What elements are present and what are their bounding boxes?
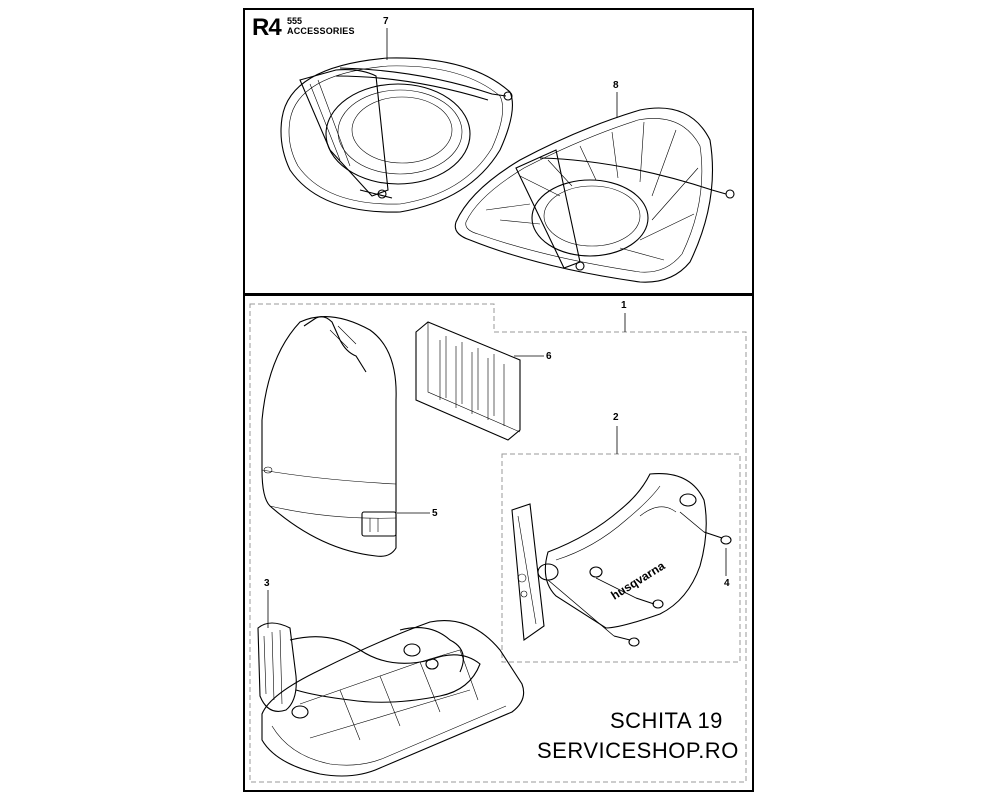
callout-3: 3 — [264, 578, 270, 589]
part-3-intake-base — [257, 620, 525, 777]
part-5-filter-cover — [261, 316, 397, 557]
lower-diagram-frame — [243, 294, 754, 792]
callout-2: 2 — [613, 412, 619, 423]
callout-5: 5 — [432, 508, 438, 519]
callout-1: 1 — [621, 300, 627, 311]
section-code: R4 — [252, 14, 282, 41]
section-number: 555 — [287, 16, 303, 26]
callout-8: 8 — [613, 80, 619, 91]
part-6-filter-insert — [415, 321, 521, 441]
part-2-intake-shield: husqvarna — [511, 472, 707, 641]
brand-logo: husqvarna — [608, 558, 667, 602]
part-7-filter-guard — [280, 57, 513, 213]
callout-7: 7 — [383, 16, 389, 27]
section-title: ACCESSORIES — [287, 26, 355, 36]
sheet-label: SCHITA 19 — [610, 708, 723, 733]
part-8-ribbed-guard — [454, 107, 735, 283]
callout-leaders — [267, 28, 727, 628]
callout-4: 4 — [724, 578, 730, 589]
site-label: SERVICESHOP.RO — [537, 738, 739, 763]
part-4-screws — [547, 511, 732, 647]
callout-6: 6 — [546, 351, 552, 362]
